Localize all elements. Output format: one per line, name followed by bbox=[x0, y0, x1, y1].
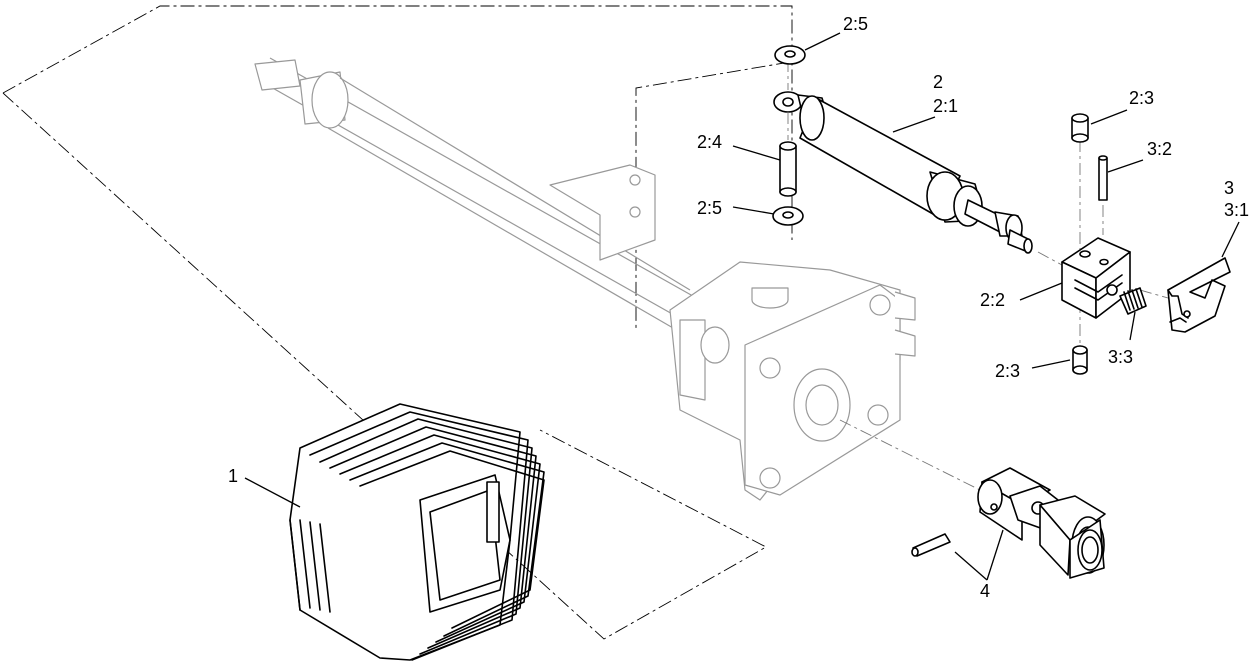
washer-bottom bbox=[772, 206, 804, 226]
callout-3-3: 3:3 bbox=[1108, 347, 1133, 367]
set-screw-bottom bbox=[1072, 345, 1088, 375]
set-screw-top bbox=[1071, 113, 1089, 143]
callout-3-1: 3:1 bbox=[1224, 200, 1249, 220]
universal-joint bbox=[977, 467, 1106, 579]
callout-2-1: 2:1 bbox=[933, 96, 958, 116]
callout-1: 1 bbox=[228, 466, 238, 486]
clevis-block bbox=[1061, 237, 1131, 319]
callout-labels: 1 2:5 2 2:1 2:4 2:5 2:3 3:2 3 3:1 2:2 3:… bbox=[228, 14, 1249, 601]
callout-2-5-bottom: 2:5 bbox=[697, 198, 722, 218]
bellows-boot bbox=[289, 403, 545, 661]
leader-lines bbox=[244, 32, 1240, 581]
phantom-outline bbox=[2, 5, 793, 640]
callout-2-2: 2:2 bbox=[980, 290, 1005, 310]
washer-top bbox=[774, 45, 806, 65]
callout-3: 3 bbox=[1224, 178, 1234, 198]
mounting-bracket bbox=[669, 261, 916, 501]
callout-2-3-bottom: 2:3 bbox=[995, 361, 1020, 381]
roll-pin bbox=[1098, 155, 1108, 201]
callout-3-2: 3:2 bbox=[1147, 139, 1172, 159]
steering-column-shaft bbox=[254, 57, 701, 333]
cross-pin bbox=[911, 533, 951, 557]
callout-2-4: 2:4 bbox=[697, 132, 722, 152]
callout-2-3-top: 2:3 bbox=[1129, 88, 1154, 108]
pivot-pin bbox=[779, 141, 797, 197]
spring bbox=[1119, 287, 1147, 315]
callout-4: 4 bbox=[980, 581, 990, 601]
gas-cylinder bbox=[773, 91, 1033, 254]
callout-2: 2 bbox=[933, 72, 943, 92]
callout-2-5-top: 2:5 bbox=[843, 14, 868, 34]
latch-lever bbox=[1167, 257, 1231, 333]
